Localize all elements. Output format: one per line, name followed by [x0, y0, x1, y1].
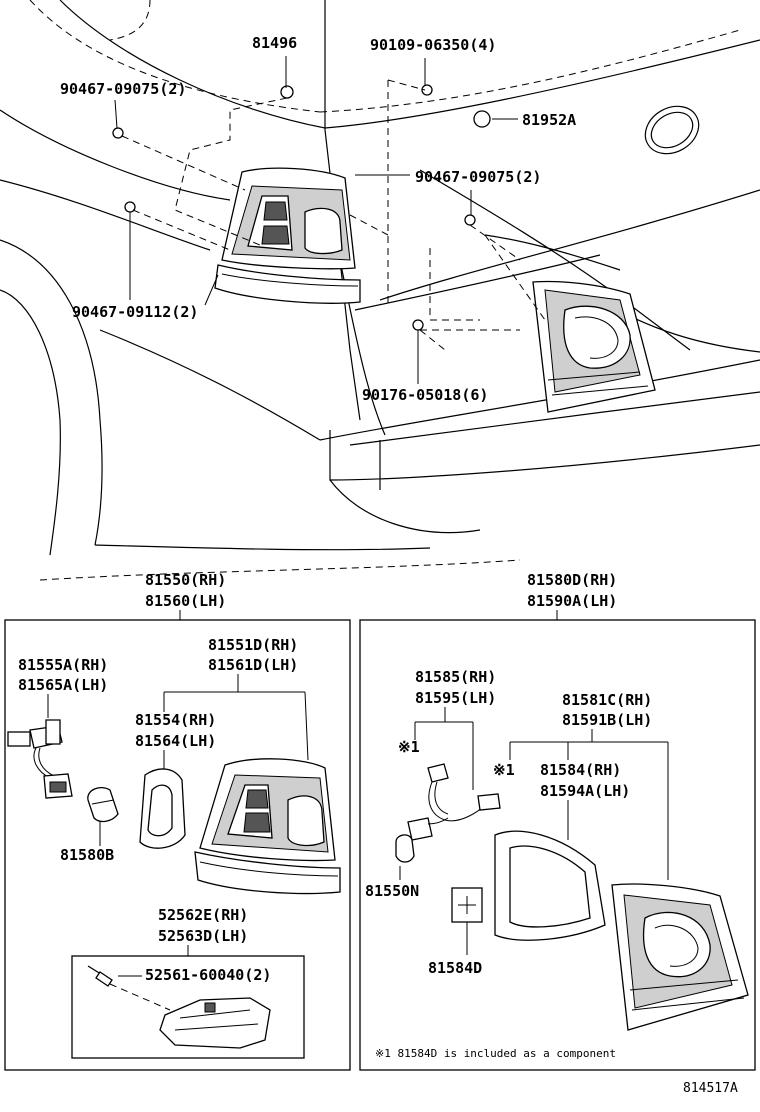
- tail-lamp-right-installed: [532, 280, 656, 413]
- label-81952a: 81952A: [522, 111, 576, 129]
- label-52562e: 52562E(RH): [158, 906, 248, 924]
- label-81594a: 81594A(LH): [540, 782, 630, 800]
- label-81564: 81564(LH): [135, 732, 216, 750]
- label-81561d: 81561D(LH): [208, 656, 298, 674]
- label-81496: 81496: [252, 34, 297, 52]
- left-assembly-box: [4, 619, 351, 1071]
- label-81554: 81554(RH): [135, 711, 216, 729]
- socket-harness-81585: [407, 763, 501, 841]
- label-90467-b: 90467-09075(2): [415, 168, 541, 186]
- label-81581c: 81581C(RH): [562, 691, 652, 709]
- leader-lines-upper: [114, 56, 518, 384]
- note-81584d-component: ※1 81584D is included as a component: [375, 1047, 616, 1060]
- label-90109: 90109-06350(4): [370, 36, 496, 54]
- label-81591b: 81591B(LH): [562, 711, 652, 729]
- label-52561: 52561-60040(2): [145, 966, 271, 984]
- label-90467-a: 90467-09075(2): [60, 80, 186, 98]
- label-group-81550: 81550(RH): [145, 571, 226, 589]
- gasket-81554: [139, 768, 186, 849]
- label-81565a: 81565A(LH): [18, 676, 108, 694]
- label-group-81580d: 81580D(RH): [527, 571, 617, 589]
- mark-1-b: ※1: [493, 761, 515, 779]
- label-81555a: 81555A(RH): [18, 656, 108, 674]
- drawing-code: 814517A: [683, 1081, 738, 1096]
- label-81550n: 81550N: [365, 882, 419, 900]
- tail-lamp-81581c: [611, 883, 749, 1031]
- label-81580b: 81580B: [60, 846, 114, 864]
- bracket-52562e: [159, 997, 271, 1049]
- tail-lamp-81551d: [194, 758, 341, 895]
- label-52563d: 52563D(LH): [158, 927, 248, 945]
- bulb-81550n: [395, 834, 415, 863]
- vehicle-rear-body: [0, 0, 760, 581]
- label-90176: 90176-05018(6): [362, 386, 488, 404]
- socket-harness-81555a: [7, 719, 73, 799]
- label-81551d: 81551D(RH): [208, 636, 298, 654]
- bracket-sub-box: [71, 955, 305, 1059]
- tail-lamp-upper-installed: [214, 167, 361, 304]
- label-group-81560: 81560(LH): [145, 592, 226, 610]
- fasteners: [112, 84, 491, 331]
- gasket-81584: [494, 830, 606, 941]
- screw-52561: [87, 965, 113, 987]
- right-assembly-box: [359, 619, 756, 1071]
- label-81595: 81595(LH): [415, 689, 496, 707]
- label-90467-09112: 90467-09112(2): [72, 303, 198, 321]
- mark-1-a: ※1: [398, 738, 420, 756]
- assembly-guides-upper: [121, 79, 546, 351]
- label-plate-81584d: [451, 887, 483, 923]
- bulb-81580b: [87, 786, 119, 823]
- label-81584: 81584(RH): [540, 761, 621, 779]
- label-81585: 81585(RH): [415, 668, 496, 686]
- label-group-81590a: 81590A(LH): [527, 592, 617, 610]
- label-81584d: 81584D: [428, 959, 482, 977]
